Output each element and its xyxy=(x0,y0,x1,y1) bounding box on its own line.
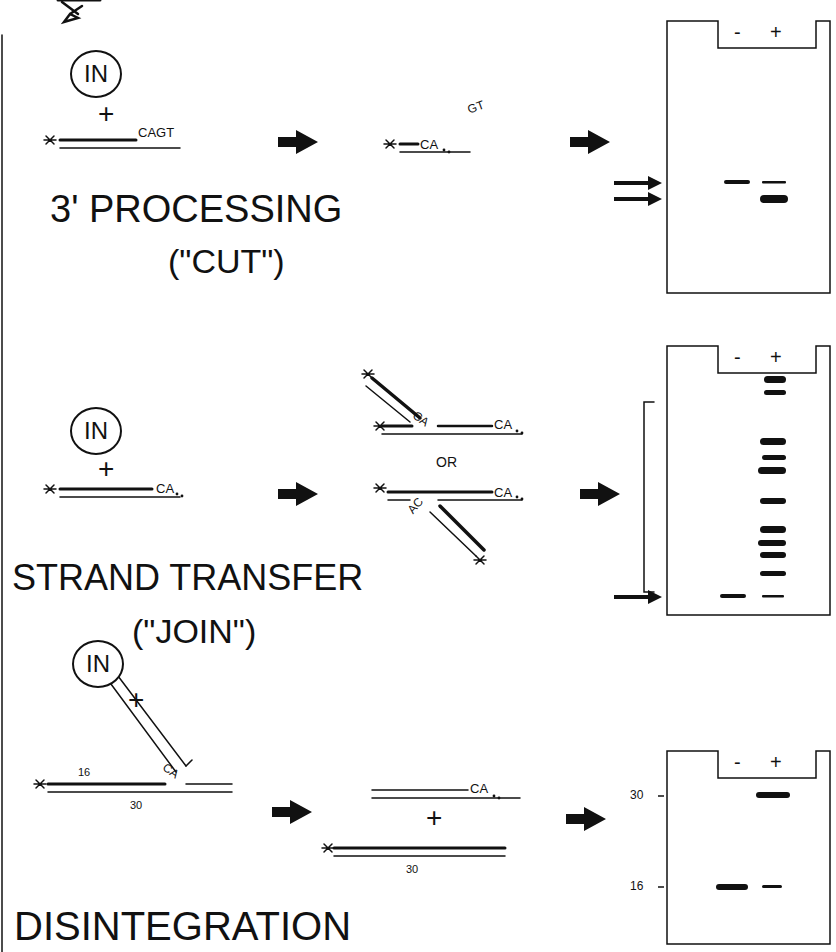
sequence-end: CA xyxy=(494,418,512,431)
enzyme-circle: IN xyxy=(70,50,122,98)
plus-sign: + xyxy=(98,100,114,128)
enzyme-circle: IN xyxy=(70,407,122,455)
enzyme-name: IN xyxy=(84,60,108,88)
plus-sign: + xyxy=(98,455,114,483)
reaction-subtitle: ("CUT") xyxy=(168,244,285,278)
sequence-end: CA xyxy=(470,782,488,795)
lane-sign: - xyxy=(734,752,741,772)
size-marker: 16 xyxy=(630,880,643,892)
lane-sign: - xyxy=(734,347,741,367)
gel-panel: -+ xyxy=(666,345,832,617)
sequence-end: CA xyxy=(494,486,512,499)
sequence-end: CA xyxy=(156,482,174,495)
gel-outline xyxy=(666,20,832,295)
lane-sign: + xyxy=(770,347,782,367)
length-label: 16 xyxy=(78,767,90,778)
enzyme-circle: IN xyxy=(72,640,124,688)
reaction-title: 3' PROCESSING xyxy=(50,190,342,228)
junction-sequence: AC xyxy=(405,495,425,515)
lane-sign: - xyxy=(734,22,741,42)
size-marker: 30 xyxy=(630,789,643,801)
gel-panel: -+ xyxy=(666,20,832,295)
lane-sign: + xyxy=(770,22,782,42)
reaction-subtitle: ("JOIN") xyxy=(132,614,256,648)
gel-outline xyxy=(666,750,832,946)
plus-sign: + xyxy=(426,804,442,832)
enzyme-name: IN xyxy=(84,417,108,445)
sequence-end: CA xyxy=(420,138,438,151)
gel-outline xyxy=(666,345,832,617)
gel-panel: -+ xyxy=(666,750,832,946)
length-label: 30 xyxy=(406,864,418,875)
reaction-title: STRAND TRANSFER xyxy=(12,560,363,596)
released-dinucleotide: GT xyxy=(466,99,486,116)
junction-sequence: CA xyxy=(161,761,182,780)
plus-sign: + xyxy=(128,686,144,714)
or-word: OR xyxy=(436,455,457,469)
enzyme-name: IN xyxy=(86,650,110,678)
length-label: 30 xyxy=(130,800,142,811)
lane-sign: + xyxy=(770,752,782,772)
sequence-end: CAGT xyxy=(138,126,174,139)
reaction-title: DISINTEGRATION xyxy=(14,906,351,946)
